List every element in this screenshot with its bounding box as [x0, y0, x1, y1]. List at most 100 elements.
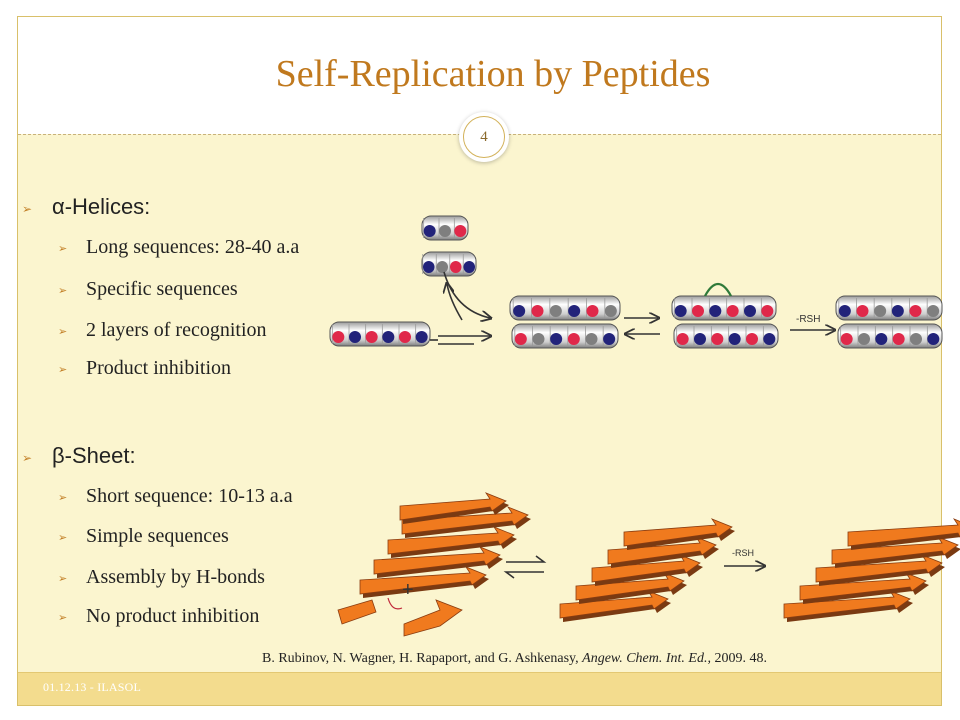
- residue-dot: [513, 305, 526, 317]
- residue-dot: [436, 261, 448, 273]
- beta-strand: [401, 506, 529, 535]
- citation-authors: B. Rubinov, N. Wagner, H. Rapaport, and …: [262, 651, 579, 666]
- residue-dot: [674, 305, 687, 317]
- arrow-bullet-icon: ➢: [58, 243, 68, 255]
- residue-dot: [838, 305, 851, 317]
- arrow-bullet-icon: ➢: [58, 532, 68, 544]
- bullet-item: Product inhibition: [86, 357, 231, 379]
- residue-dot: [423, 225, 436, 237]
- residue-dot: [746, 333, 758, 345]
- rsh-label: -RSH: [796, 314, 820, 325]
- residue-dot: [450, 261, 462, 273]
- beta-strand: [847, 518, 960, 547]
- residue-dot: [761, 305, 774, 317]
- footer-date: 01.12.13 - ILASOL: [43, 680, 142, 694]
- beta-strand: [607, 536, 717, 565]
- residue-dot: [399, 331, 411, 343]
- slide-title: Self-Replication by Peptides: [275, 53, 711, 95]
- residue-dot: [875, 333, 888, 345]
- residue-dot: [744, 305, 756, 317]
- bullet-item: Simple sequences: [86, 525, 229, 547]
- residue-dot: [927, 333, 940, 345]
- citation: B. Rubinov, N. Wagner, H. Rapaport, and …: [262, 651, 767, 667]
- residue-dot: [892, 333, 905, 345]
- residue-dot: [454, 225, 467, 237]
- equilibrium-arrows: [503, 555, 547, 579]
- residue-dot: [726, 305, 739, 317]
- slide-frame: [17, 16, 942, 706]
- equilibrium-arrows: [430, 271, 490, 345]
- beta-strand: [575, 572, 685, 601]
- peptide-fragment: [337, 599, 377, 625]
- residue-dot: [603, 333, 616, 345]
- beta-strand: [799, 572, 927, 601]
- residue-dot: [676, 333, 689, 345]
- alpha-helix-replication-figure: [329, 215, 943, 349]
- helix-cylinder: [837, 323, 943, 349]
- beta-strand: [559, 590, 669, 619]
- beta-sheet-replication-figure: [337, 492, 960, 637]
- beta-strand: [359, 566, 487, 595]
- arrow-bullet-icon: ➢: [58, 364, 68, 376]
- residue-dot: [728, 333, 741, 345]
- reaction-arrow: -RSH: [724, 548, 764, 566]
- arrow-bullet-icon: ➢: [58, 573, 68, 585]
- residue-dot: [927, 305, 940, 317]
- bullet-item: 2 layers of recognition: [86, 319, 267, 341]
- helix-cylinder: [421, 251, 477, 277]
- residue-dot: [692, 305, 704, 317]
- arrow-bullet-icon: ➢: [58, 326, 68, 338]
- residue-dot: [874, 305, 887, 317]
- residue-dot: [604, 305, 617, 317]
- beta-strand: [387, 526, 515, 555]
- residue-dot: [332, 331, 345, 343]
- helix-cylinder: [673, 323, 779, 349]
- helix-cylinder: [509, 295, 621, 321]
- slide-number-badge: 4: [459, 112, 509, 162]
- residue-dot: [840, 333, 853, 345]
- rsh-label: -RSH: [732, 548, 754, 558]
- bullet-item: Assembly by H-bonds: [86, 566, 265, 588]
- arrow-bullet-icon: ➢: [22, 202, 33, 216]
- beta-strand: [373, 546, 501, 575]
- heading-alpha-helices: α-Helices:: [52, 194, 151, 219]
- residue-dot: [763, 333, 776, 345]
- residue-dot: [423, 261, 435, 273]
- residue-dot: [856, 305, 869, 317]
- citation-year: 2009. 48.: [714, 651, 767, 666]
- residue-dot: [711, 333, 724, 345]
- bullet-item: No product inhibition: [86, 605, 260, 627]
- bullet-item: Specific sequences: [86, 278, 238, 300]
- residue-dot: [709, 305, 722, 317]
- heading-beta-sheet: β-Sheet:: [52, 443, 136, 468]
- residue-dot: [415, 331, 428, 343]
- arrow-bullet-icon: ➢: [58, 492, 68, 504]
- beta-strand: [399, 492, 507, 521]
- residue-dot: [439, 225, 451, 237]
- bullet-item: Short sequence: 10-13 a.a: [86, 485, 293, 507]
- bullet-item: Long sequences: 28-40 a.a: [86, 236, 300, 258]
- helix-cylinder: [511, 323, 619, 349]
- arrow-bullet-icon: ➢: [58, 285, 68, 297]
- residue-dot: [382, 331, 395, 343]
- residue-dot: [514, 333, 527, 345]
- equilibrium-arrows: [624, 318, 660, 334]
- beta-strand: [623, 518, 733, 547]
- residue-dot: [532, 333, 545, 345]
- slide-number: 4: [463, 116, 505, 158]
- residue-dot: [463, 261, 475, 273]
- residue-dot: [531, 305, 544, 317]
- residue-dot: [349, 331, 361, 343]
- helix-cylinder: [835, 295, 943, 321]
- beta-strand: [815, 554, 943, 583]
- residue-dot: [694, 333, 706, 345]
- residue-dot: [568, 305, 581, 317]
- residue-dot: [567, 333, 580, 345]
- residue-dot: [909, 305, 922, 317]
- peptide-fragment: [403, 599, 463, 637]
- linker-icon: [387, 597, 403, 610]
- reaction-arrow: -RSH: [790, 314, 834, 330]
- residue-dot: [910, 333, 922, 345]
